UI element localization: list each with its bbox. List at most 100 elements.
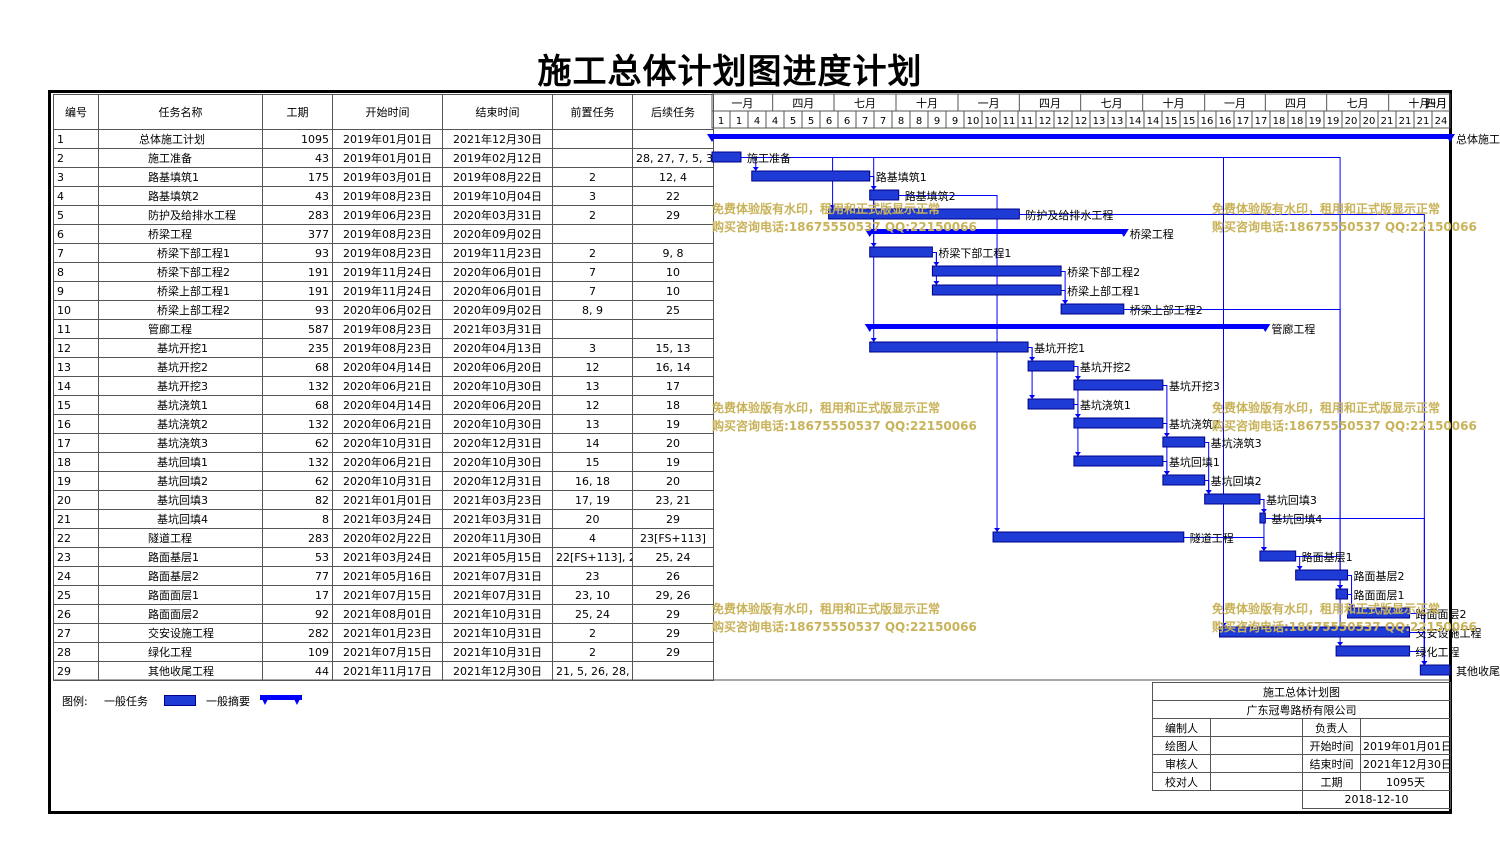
period-tick: 21 xyxy=(1381,116,1394,127)
cell-end: 2020年12月31日 xyxy=(442,471,553,491)
task-bar-label: 基坑回填3 xyxy=(1266,493,1317,507)
watermark-line1: 免费体验版有水印，租用和正式版显示正常 xyxy=(712,601,940,616)
task-bar xyxy=(1259,512,1266,524)
dependency-link xyxy=(1162,461,1168,475)
cell-start: 2020年10月31日 xyxy=(332,433,443,453)
period-tick: 17 xyxy=(1255,116,1268,127)
period-tick: 18 xyxy=(1273,116,1286,127)
task-bar xyxy=(1295,569,1349,581)
watermark-line1: 免费体验版有水印，租用和正式版显示正常 xyxy=(1212,201,1440,216)
tb-manager-value xyxy=(1360,718,1451,737)
month-label: 十月 xyxy=(1163,96,1185,110)
task-bar-label: 隧道工程 xyxy=(1190,531,1234,545)
dependency-link xyxy=(1162,385,1168,437)
tb-duration-label: 工期 xyxy=(1302,772,1361,791)
dependency-link xyxy=(1061,271,1066,304)
period-tick: 24 xyxy=(1435,116,1448,127)
task-bar-label: 管廊工程 xyxy=(1271,322,1315,336)
link-arrowhead xyxy=(1296,566,1303,570)
month-label: 七月 xyxy=(1347,97,1369,110)
cell-succ: 20 xyxy=(632,471,714,491)
cell-end: 2020年06月20日 xyxy=(442,357,553,377)
task-bar xyxy=(1073,455,1164,467)
period-tick: 13 xyxy=(1093,116,1106,127)
cell-start: 2020年04月14日 xyxy=(332,357,443,377)
summary-cap-left xyxy=(707,134,717,142)
task-bar-label: 基坑开挖1 xyxy=(1034,341,1085,355)
summary-cap-left xyxy=(864,324,875,332)
cell-end: 2019年02月12日 xyxy=(442,148,553,168)
month-label: 一月 xyxy=(978,97,1000,110)
period-tick: 14 xyxy=(1147,116,1160,127)
tb-project: 施工总体计划图 xyxy=(1152,682,1451,701)
summary-cap-left xyxy=(864,229,875,237)
dependency-link xyxy=(1204,442,1210,494)
dependency-link xyxy=(1073,404,1079,456)
period-tick: 13 xyxy=(1111,116,1124,127)
task-bar xyxy=(992,531,1185,543)
cell-id: 15 xyxy=(53,395,99,415)
period-tick: 16 xyxy=(1219,116,1232,127)
task-bar-label: 桥梁下部工程2 xyxy=(1067,265,1140,279)
legend-summary-swatch xyxy=(260,695,302,705)
task-bar-label: 路面面层2 xyxy=(1416,608,1467,621)
cell-end: 2021年07月31日 xyxy=(442,585,553,605)
dependency-link xyxy=(1162,423,1168,475)
cell-start: 2019年08月23日 xyxy=(332,224,443,244)
task-bar-label: 路面基层1 xyxy=(1302,551,1353,564)
task-bar xyxy=(1204,493,1261,505)
cell-id: 28 xyxy=(53,642,99,662)
cell-id: 29 xyxy=(53,661,99,681)
period-tick: 10 xyxy=(985,116,998,127)
dependency-link xyxy=(1347,594,1353,608)
month-label: 四月 xyxy=(1425,97,1447,110)
watermark-line1: 免费体验版有水印，租用和正式版显示正常 xyxy=(1212,601,1440,616)
page-title: 施工总体计划图进度计划 xyxy=(537,52,923,92)
period-tick: 19 xyxy=(1327,116,1340,127)
link-arrowhead xyxy=(1220,623,1227,627)
cell-id: 16 xyxy=(53,414,99,434)
task-bar xyxy=(1073,379,1164,391)
tb-checker-value xyxy=(1210,772,1303,791)
link-arrowhead xyxy=(1029,395,1036,399)
col-header-pred[interactable]: 前置任务 xyxy=(552,94,633,130)
cell-end: 2020年06月20日 xyxy=(442,395,553,415)
task-bar-label: 路面基层2 xyxy=(1354,570,1405,583)
period-tick: 4 xyxy=(754,116,760,127)
dependency-link xyxy=(1183,537,1265,551)
cell-duration: 377 xyxy=(262,224,333,244)
col-header-duration[interactable]: 工期 xyxy=(262,94,333,130)
task-bar-label: 总体施工计划 xyxy=(1456,132,1500,146)
cell-start: 2020年02月22日 xyxy=(332,528,443,548)
cell-task-name: 其他收尾工程 xyxy=(98,661,263,681)
watermark-line1: 免费体验版有水印，租用和正式版显示正常 xyxy=(712,201,940,216)
cell-start: 2019年11月24日 xyxy=(332,262,443,282)
month-label: 一月 xyxy=(1425,97,1447,110)
cell-start: 2021年08月01日 xyxy=(332,604,443,624)
link-arrowhead xyxy=(1205,490,1212,494)
watermark-line2: 购买咨询电话:18675550537 QQ:22150066 xyxy=(1212,418,1477,433)
task-bar-label: 桥梁上部工程2 xyxy=(1130,303,1203,317)
task-bar xyxy=(1347,607,1411,619)
period-tick: 21 xyxy=(1399,116,1412,127)
